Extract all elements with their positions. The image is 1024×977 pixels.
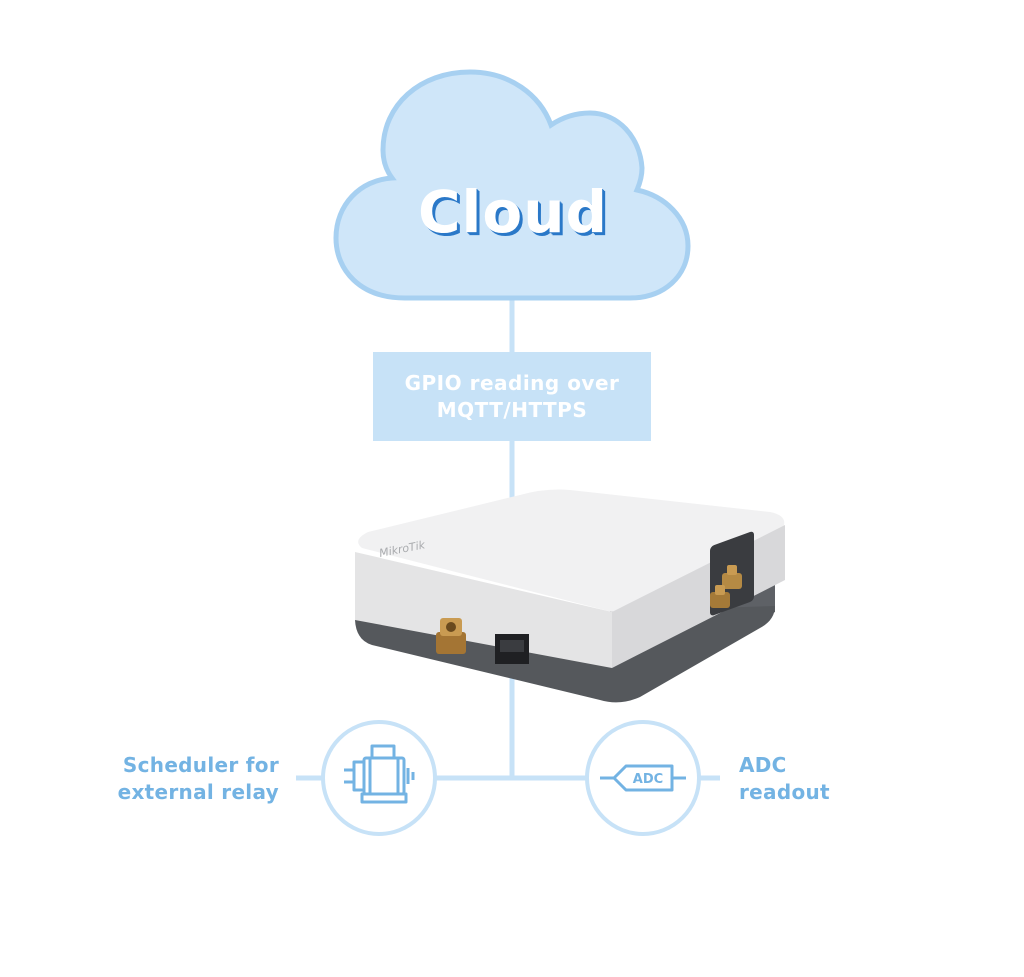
right-node: ADC	[585, 720, 701, 836]
protocol-line-1: GPIO reading over	[404, 370, 620, 395]
right-label-line-1: ADC	[739, 753, 787, 777]
adc-icon: ADC	[600, 764, 686, 792]
adc-icon-label: ADC	[633, 772, 663, 787]
cloud-shape	[333, 69, 691, 301]
right-node-label: ADC readout	[739, 752, 939, 806]
device-router: MikroTik	[355, 489, 785, 703]
side-connector-icon	[710, 565, 742, 608]
protocol-text: GPIO reading over MQTT/HTTPS	[392, 370, 632, 424]
right-node-circle	[585, 720, 701, 836]
left-node	[321, 720, 437, 836]
front-connector-icon	[436, 618, 466, 654]
protocol-box: GPIO reading over MQTT/HTTPS	[373, 352, 651, 441]
device-front	[355, 552, 612, 668]
protocol-line-2: MQTT/HTTPS	[436, 397, 588, 422]
left-label-line-1: Scheduler for	[122, 753, 279, 777]
left-label-line-2: external relay	[117, 780, 279, 804]
left-node-circle	[321, 720, 437, 836]
cloud-title: Cloud	[417, 178, 609, 246]
right-label-line-2: readout	[739, 780, 830, 804]
left-node-label: Scheduler for external relay	[59, 752, 279, 806]
motor-icon	[344, 744, 415, 804]
